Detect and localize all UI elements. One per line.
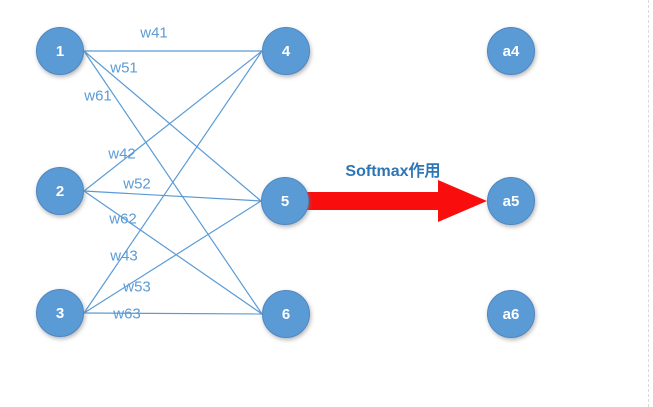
edge-line-2-5 — [83, 190, 262, 202]
page-boundary-dashed-line — [648, 0, 649, 407]
weight-label-w62: w62 — [109, 210, 137, 228]
node-a5: a5 — [487, 177, 535, 225]
node-5: 5 — [261, 177, 309, 225]
node-3: 3 — [36, 289, 84, 337]
node-a6: a6 — [487, 290, 535, 338]
edge-line-2-6 — [83, 190, 263, 315]
weight-label-w51: w51 — [110, 59, 138, 77]
weight-label-w61: w61 — [84, 87, 112, 105]
weight-label-w41: w41 — [140, 24, 168, 42]
edge-line-3-4 — [83, 50, 263, 314]
node-4: 4 — [262, 27, 310, 75]
edge-line-2-4 — [83, 50, 263, 192]
weight-label-w63: w63 — [113, 305, 141, 323]
edge-line-3-6 — [83, 312, 263, 315]
edge-line-1-5 — [83, 50, 262, 202]
node-6: 6 — [262, 290, 310, 338]
softmax-annotation: Softmax作用 — [345, 163, 441, 180]
weight-label-w43: w43 — [110, 247, 138, 265]
weight-label-w42: w42 — [108, 145, 136, 163]
node-2: 2 — [36, 167, 84, 215]
edge-line-3-5 — [83, 200, 262, 314]
softmax-arrow-head — [438, 180, 487, 222]
weight-label-w52: w52 — [123, 175, 151, 193]
node-a4: a4 — [487, 27, 535, 75]
weight-label-w53: w53 — [123, 278, 151, 296]
node-1: 1 — [36, 27, 84, 75]
